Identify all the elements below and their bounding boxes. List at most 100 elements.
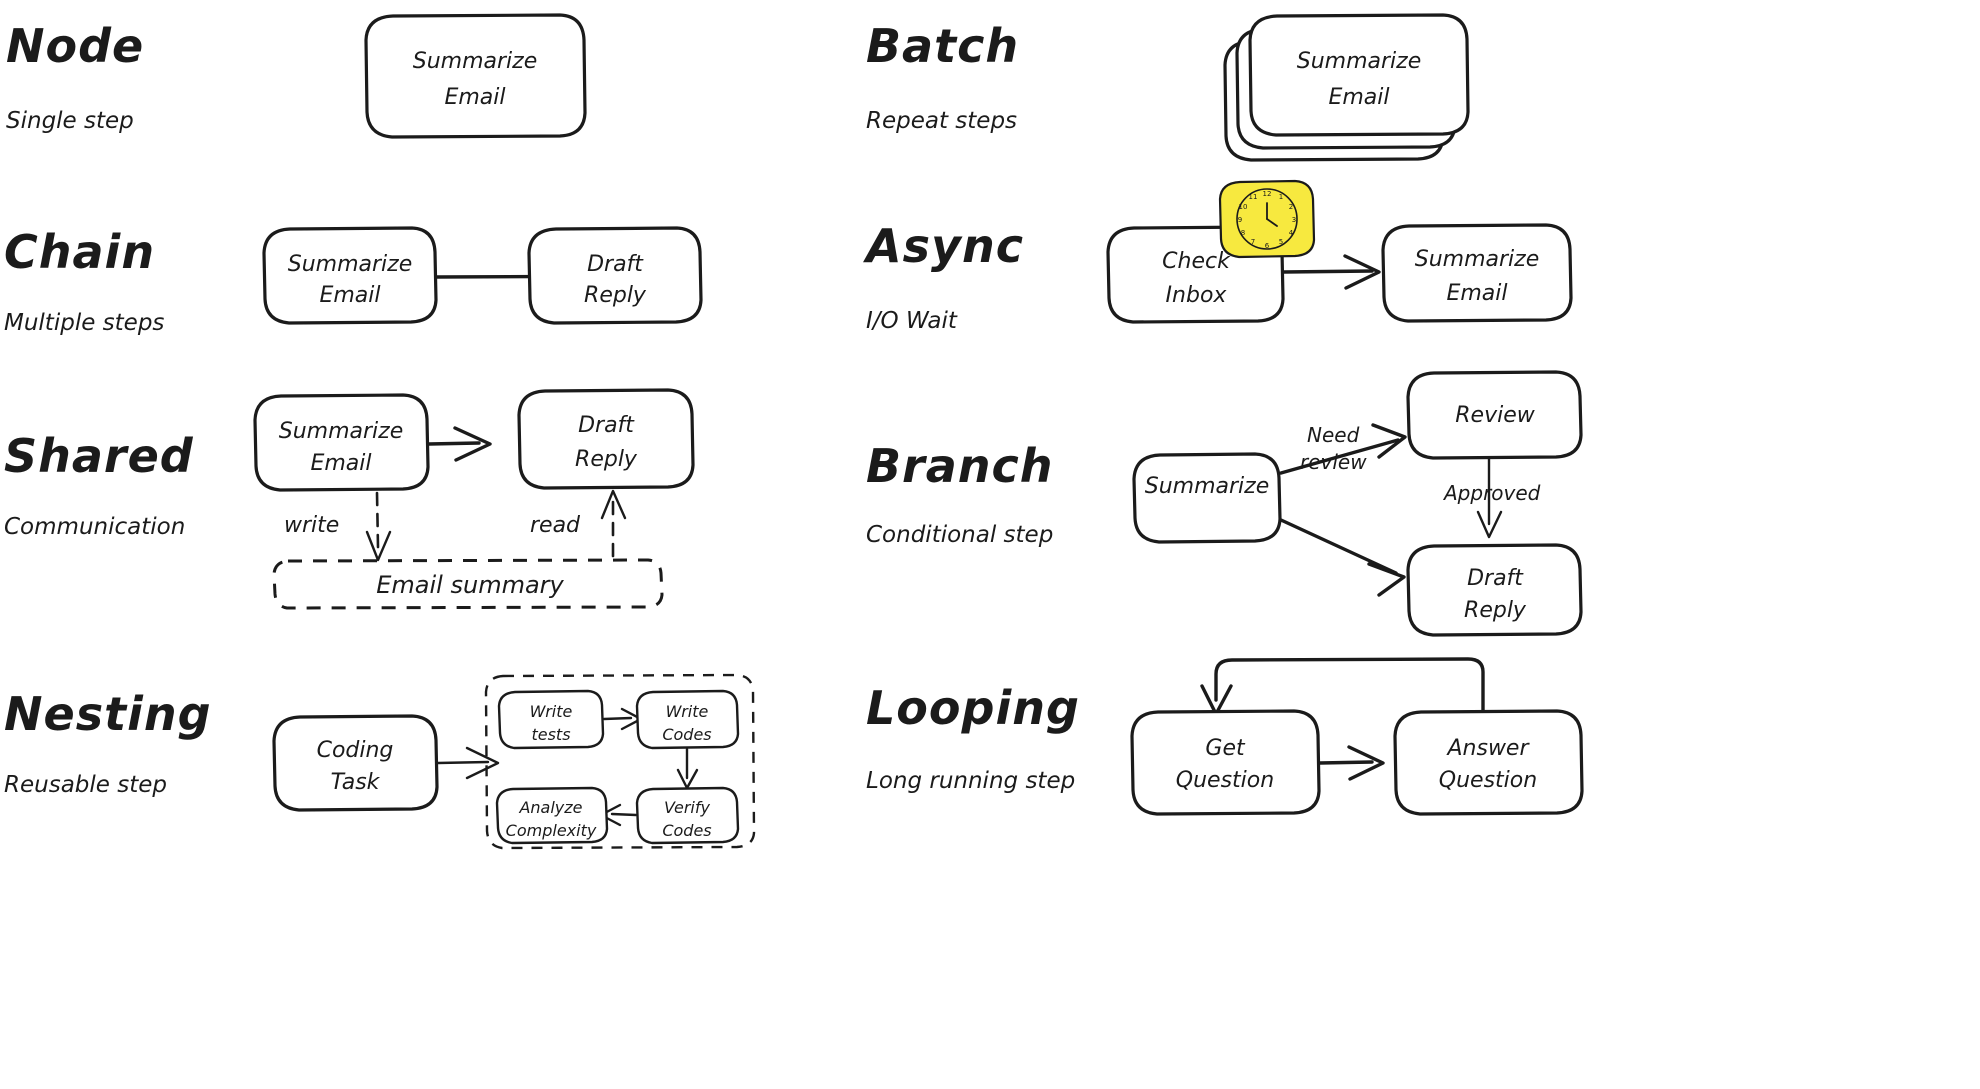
node-label-line2: Email <box>1328 85 1389 110</box>
node-subflow-verify-codes[interactable]: Verify Codes <box>635 786 740 845</box>
node-chain-summarize[interactable]: Summarize Email <box>262 226 438 325</box>
node-label-line1: Summarize <box>1145 474 1270 499</box>
node-label-line1: Verify <box>664 798 711 817</box>
pattern-nesting: Nesting Reusable step Coding Task Write … <box>4 673 756 850</box>
clock-num-10: 10 <box>1239 203 1248 211</box>
node-batch-stack[interactable]: Summarize Email <box>1223 13 1470 162</box>
clock-num-6: 6 <box>1265 242 1270 250</box>
node-label-line2: Email <box>1446 281 1507 306</box>
clock-num-5: 5 <box>1279 238 1283 246</box>
node-label-line2: Reply <box>584 283 647 308</box>
pattern-subtitle-batch: Repeat steps <box>866 108 1017 134</box>
node-label-line1: Summarize <box>288 252 413 277</box>
edge-branch-approved: Approved <box>1442 457 1541 539</box>
edge-label-read: read <box>530 513 581 538</box>
clock-num-3: 3 <box>1292 216 1296 224</box>
pattern-looping: Looping Long running step Get Question A… <box>866 657 1584 816</box>
edge-label-write: write <box>284 513 339 538</box>
node-label-line1: Get <box>1205 736 1246 761</box>
pattern-title-nesting: Nesting <box>4 687 212 741</box>
node-async-summarize[interactable]: Summarize Email <box>1381 223 1573 323</box>
pattern-title-looping: Looping <box>866 681 1080 735</box>
node-looping-answer-question[interactable]: Answer Question <box>1393 709 1584 816</box>
node-label-line1: Answer <box>1445 736 1530 761</box>
edge-loop-back <box>1200 657 1485 716</box>
stack-card-front <box>1248 13 1470 137</box>
node-label-line1: Draft <box>1467 566 1524 591</box>
edge-branch-direct <box>1279 518 1406 597</box>
edge-shared-read: read <box>530 489 627 558</box>
node-shared-draft[interactable]: Draft Reply <box>517 388 695 490</box>
node-label-line2: Codes <box>662 821 711 840</box>
node-label-line1: Summarize <box>1415 247 1540 272</box>
node-label-line1: Analyze <box>518 798 582 817</box>
node-label-line2: Complexity <box>506 821 597 840</box>
node-nesting-coding-task[interactable]: Coding Task <box>272 714 439 812</box>
pattern-node: Node Single step Summarize Email <box>6 13 587 139</box>
node-branch-draft[interactable]: Draft Reply <box>1406 543 1583 637</box>
node-label-line2: tests <box>531 725 570 744</box>
node-label-line2: Inbox <box>1166 283 1228 308</box>
shared-store[interactable]: Email summary <box>272 558 664 610</box>
node-label-line1: Draft <box>578 413 635 438</box>
clock-num-8: 8 <box>1241 229 1245 237</box>
node-label-line1: Write <box>666 702 709 721</box>
clock-num-1: 1 <box>1279 193 1283 201</box>
node-label-line2: Task <box>331 770 381 795</box>
node-branch-summarize[interactable]: Summarize <box>1132 452 1282 544</box>
node-label-review: Review <box>1455 403 1535 428</box>
pattern-title-branch: Branch <box>866 439 1054 493</box>
pattern-async: Async I/O Wait Check Inbox 12 1 2 3 4 5 … <box>863 179 1573 334</box>
pattern-subtitle-async: I/O Wait <box>866 308 958 334</box>
node-label-line1: Coding <box>317 738 394 763</box>
edge-label-need: Need <box>1307 423 1360 447</box>
clock-icon: 12 1 2 3 4 5 6 7 8 9 10 11 <box>1218 179 1316 259</box>
node-label-line2: Question <box>1439 768 1537 793</box>
clock-num-4: 4 <box>1289 229 1294 237</box>
node-chain-draft[interactable]: Draft Reply <box>527 226 703 325</box>
clock-num-12: 12 <box>1263 190 1272 198</box>
node-label-line2: Question <box>1176 768 1274 793</box>
pattern-subtitle-chain: Multiple steps <box>4 310 164 336</box>
shared-store-label: Email summary <box>376 571 564 599</box>
node-subflow-write-tests[interactable]: Write tests <box>497 689 605 750</box>
node-label-line1: Write <box>530 702 573 721</box>
edge-label-approved: Approved <box>1442 481 1541 505</box>
node-branch-review[interactable]: Review <box>1406 370 1583 460</box>
edge-nesting-to-subflow <box>436 746 500 780</box>
node-looping-get-question[interactable]: Get Question <box>1130 709 1321 816</box>
pattern-subtitle-shared: Communication <box>4 514 185 540</box>
clock-num-7: 7 <box>1251 238 1255 246</box>
pattern-title-chain: Chain <box>4 225 155 279</box>
edge-looping-forward <box>1318 745 1385 781</box>
node-label-line2: Reply <box>575 447 638 472</box>
node-shared-summarize[interactable]: Summarize Email <box>253 393 430 492</box>
node-subflow-write-codes[interactable]: Write Codes <box>635 689 740 750</box>
node-label-line1: Summarize <box>413 49 538 74</box>
pattern-subtitle-looping: Long running step <box>866 768 1075 794</box>
edge-shared-main <box>427 426 492 462</box>
pattern-title-batch: Batch <box>866 19 1019 73</box>
pattern-title-async: Async <box>863 219 1024 273</box>
nesting-subflow-container[interactable]: Write tests Write Codes Verify Codes <box>484 673 756 850</box>
pattern-subtitle-nesting: Reusable step <box>4 772 167 798</box>
pattern-branch: Branch Conditional step Summarize Need r… <box>866 370 1583 637</box>
edge-async-1 <box>1282 254 1381 290</box>
node-label-line2: Reply <box>1464 598 1527 623</box>
edge-label-review: review <box>1300 450 1367 474</box>
pattern-title-shared: Shared <box>4 429 194 483</box>
edge-shared-write: write <box>284 491 392 562</box>
node-label-line2: Email <box>444 85 505 110</box>
node-label-line1: Draft <box>587 252 644 277</box>
pattern-batch: Batch Repeat steps Summarize Email <box>866 13 1470 162</box>
pattern-shared: Shared Communication Summarize Email Dra… <box>4 388 695 610</box>
node-label-line1: Summarize <box>1297 49 1422 74</box>
node-label-line1: Check <box>1162 249 1231 274</box>
edge-branch-need-review: Need review <box>1279 423 1407 475</box>
pattern-title-node: Node <box>6 19 144 73</box>
node-label-line2: Email <box>310 451 371 476</box>
node-summarize-email[interactable]: Summarize Email <box>364 13 587 139</box>
node-label-line2: Email <box>319 283 380 308</box>
node-subflow-analyze-complexity[interactable]: Analyze Complexity <box>495 786 609 845</box>
